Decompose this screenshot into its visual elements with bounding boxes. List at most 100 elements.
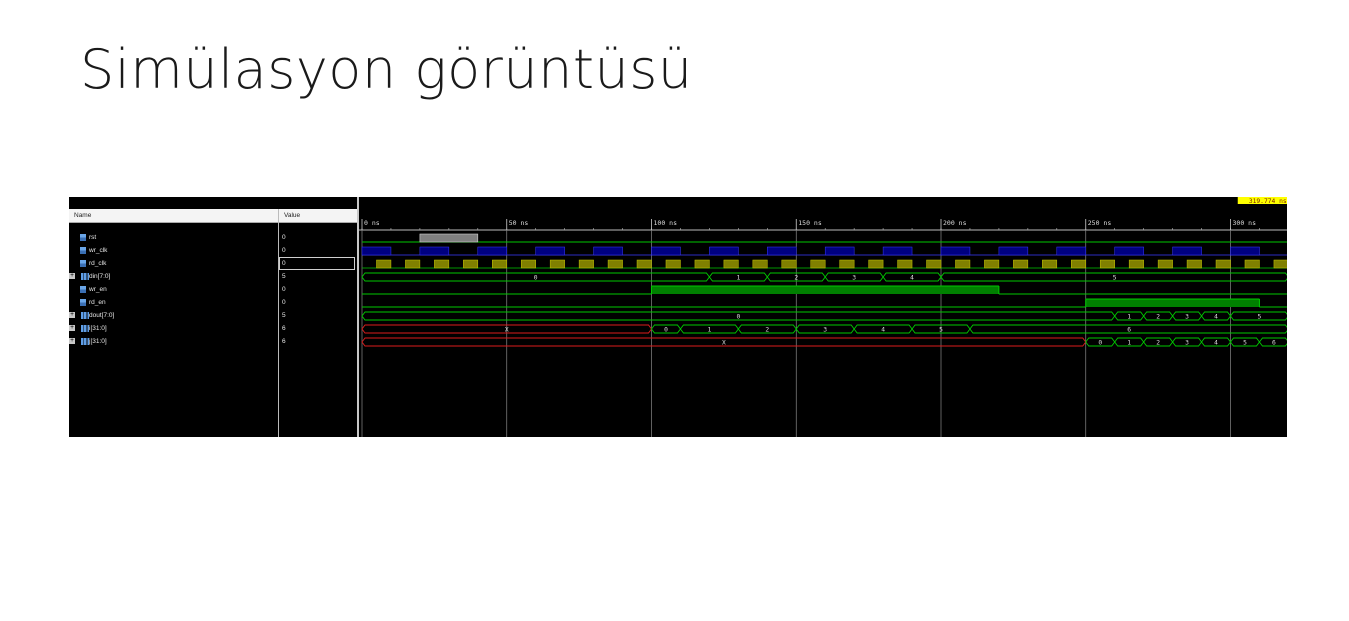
signal-row-rd_clk[interactable]: rd_clk <box>69 257 279 270</box>
wave-wr_clk-high-pulse <box>419 246 450 256</box>
wave-rd_clk-high-pulse <box>636 259 652 269</box>
wave-dout-segment <box>1229 311 1287 321</box>
signal-value-wr_en[interactable]: 0 <box>282 286 286 293</box>
wave-rd_en-high-fill <box>1085 299 1260 307</box>
time-tick-label: 300 ns <box>1233 219 1257 227</box>
signal-row-i[interactable]: + i[31:0] <box>69 322 279 335</box>
wave-j-segment-label: 4 <box>1214 339 1218 346</box>
signal-name-label: i[31:0] <box>89 325 107 332</box>
wave-i-segment-label: X <box>505 326 509 333</box>
wave-j-segment-label: 3 <box>1185 339 1189 346</box>
wave-j-segment-label: 2 <box>1156 339 1160 346</box>
name-column-header[interactable]: Name <box>69 209 278 223</box>
wave-j-segment-label: 0 <box>1098 339 1102 346</box>
value-column-header[interactable]: Value <box>279 209 357 223</box>
signal-row-din[interactable]: +din[7:0] <box>69 270 279 283</box>
wave-rd_clk-high-pulse <box>549 259 565 269</box>
wave-rd_clk-high-pulse <box>926 259 942 269</box>
wave-i-segment-label: 2 <box>765 326 769 333</box>
signal-row-rst[interactable]: rst <box>69 231 279 244</box>
wave-i-segment-label: 1 <box>708 326 712 333</box>
signal-value-j[interactable]: 6 <box>282 338 286 345</box>
wave-rd_clk-high-pulse <box>434 259 450 269</box>
signal-value-wr_clk[interactable]: 0 <box>282 247 286 254</box>
wave-i-segment-label: 0 <box>664 326 668 333</box>
wave-rd_clk-high-pulse <box>1186 259 1202 269</box>
signal-name-label: wr_en <box>89 286 107 293</box>
bit-signal-icon <box>80 299 86 306</box>
slide-title: Simülasyon görüntüsü <box>80 38 693 101</box>
wave-j-segment <box>1258 337 1287 347</box>
wave-wr_en-high-fill <box>651 286 999 294</box>
wave-rd_clk-high-pulse <box>1071 259 1087 269</box>
wave-rd_clk-high-pulse <box>723 259 739 269</box>
signal-name-label: dout[7:0] <box>89 312 115 319</box>
signal-values-pane: Value <box>279 197 357 437</box>
wave-rd_clk-high-pulse <box>752 259 768 269</box>
wave-wr_clk-high-pulse <box>940 246 971 256</box>
bus-signal-icon <box>81 312 89 319</box>
signal-row-rd_en[interactable]: rd_en <box>69 296 279 309</box>
signal-row-j[interactable]: + j[31:0] <box>69 335 279 348</box>
signal-row-dout[interactable]: + dout[7:0] <box>69 309 279 322</box>
wave-i-segment-label: 3 <box>823 326 827 333</box>
wave-rd_clk-high-pulse <box>578 259 594 269</box>
wave-wr_clk-high-pulse <box>477 246 508 256</box>
wave-din-segment <box>940 272 1287 282</box>
wave-rd_clk-high-pulse <box>810 259 826 269</box>
signal-value-rd_en[interactable]: 0 <box>282 299 286 306</box>
wave-wr_clk-high-pulse <box>998 246 1029 256</box>
column-divider[interactable] <box>278 209 279 437</box>
cursor-time-label: 319.774 ns <box>1249 198 1287 205</box>
signal-value-i[interactable]: 6 <box>282 325 286 332</box>
wave-wr_clk-high-pulse <box>1114 246 1144 256</box>
wave-rd_clk-high-pulse <box>839 259 855 269</box>
wave-din-segment-label: 3 <box>852 274 856 281</box>
time-tick-label: 0 ns <box>364 219 380 227</box>
wave-wr_clk-high-pulse <box>709 246 739 256</box>
wave-rd_clk-high-pulse <box>1157 259 1173 269</box>
signal-name-label: rst <box>89 234 97 241</box>
bit-signal-icon <box>80 247 86 254</box>
time-tick-label: 250 ns <box>1088 219 1112 227</box>
signal-name-label: wr_clk <box>89 247 108 254</box>
signal-row-wr_en[interactable]: wr_en <box>69 283 279 296</box>
wave-rd_clk-high-pulse <box>520 259 536 269</box>
expand-icon[interactable]: + <box>69 311 75 318</box>
wave-din-segment-label: 5 <box>1113 274 1117 281</box>
wave-rd_clk-high-pulse <box>607 259 623 269</box>
wave-wr_clk-high-pulse <box>361 246 392 256</box>
time-tick-label: 150 ns <box>798 219 822 227</box>
wave-j-segment-label: X <box>722 339 726 346</box>
wave-rd_clk-high-pulse <box>492 259 507 269</box>
wave-i-segment-label: 5 <box>939 326 943 333</box>
signal-value-rd_clk[interactable]: 0 <box>279 257 355 270</box>
time-tick-label: 50 ns <box>509 219 529 227</box>
signal-value-din[interactable]: 5 <box>282 273 286 280</box>
bus-signal-icon <box>81 325 89 332</box>
wave-i-segment-label: 6 <box>1127 326 1131 333</box>
bit-signal-icon <box>80 286 86 293</box>
signal-names-pane: Name <box>69 197 279 437</box>
pane-splitter[interactable] <box>357 197 359 437</box>
bit-signal-icon <box>80 234 86 241</box>
expand-icon[interactable]: + <box>69 324 75 331</box>
signal-row-wr_clk[interactable]: wr_clk <box>69 244 279 257</box>
expand-icon[interactable]: + <box>69 337 75 344</box>
wave-dout-segment-label: 5 <box>1258 313 1262 320</box>
wave-din-segment-label: 2 <box>794 274 798 281</box>
signal-name-label: j[31:0] <box>89 338 107 345</box>
bus-signal-icon <box>81 273 89 280</box>
wave-rd_clk-high-pulse <box>897 259 913 269</box>
wave-i-segment-label: 4 <box>881 326 885 333</box>
wave-rd_clk-high-pulse <box>1128 259 1144 269</box>
wave-wr_clk-high-pulse <box>767 246 797 256</box>
wave-rst-pulse <box>419 233 479 243</box>
wave-i-segment <box>969 324 1287 334</box>
signal-value-rst[interactable]: 0 <box>282 234 286 241</box>
wave-rd_clk-high-pulse <box>1244 259 1260 269</box>
expand-icon[interactable]: + <box>69 272 75 279</box>
signal-value-dout[interactable]: 5 <box>282 312 286 319</box>
